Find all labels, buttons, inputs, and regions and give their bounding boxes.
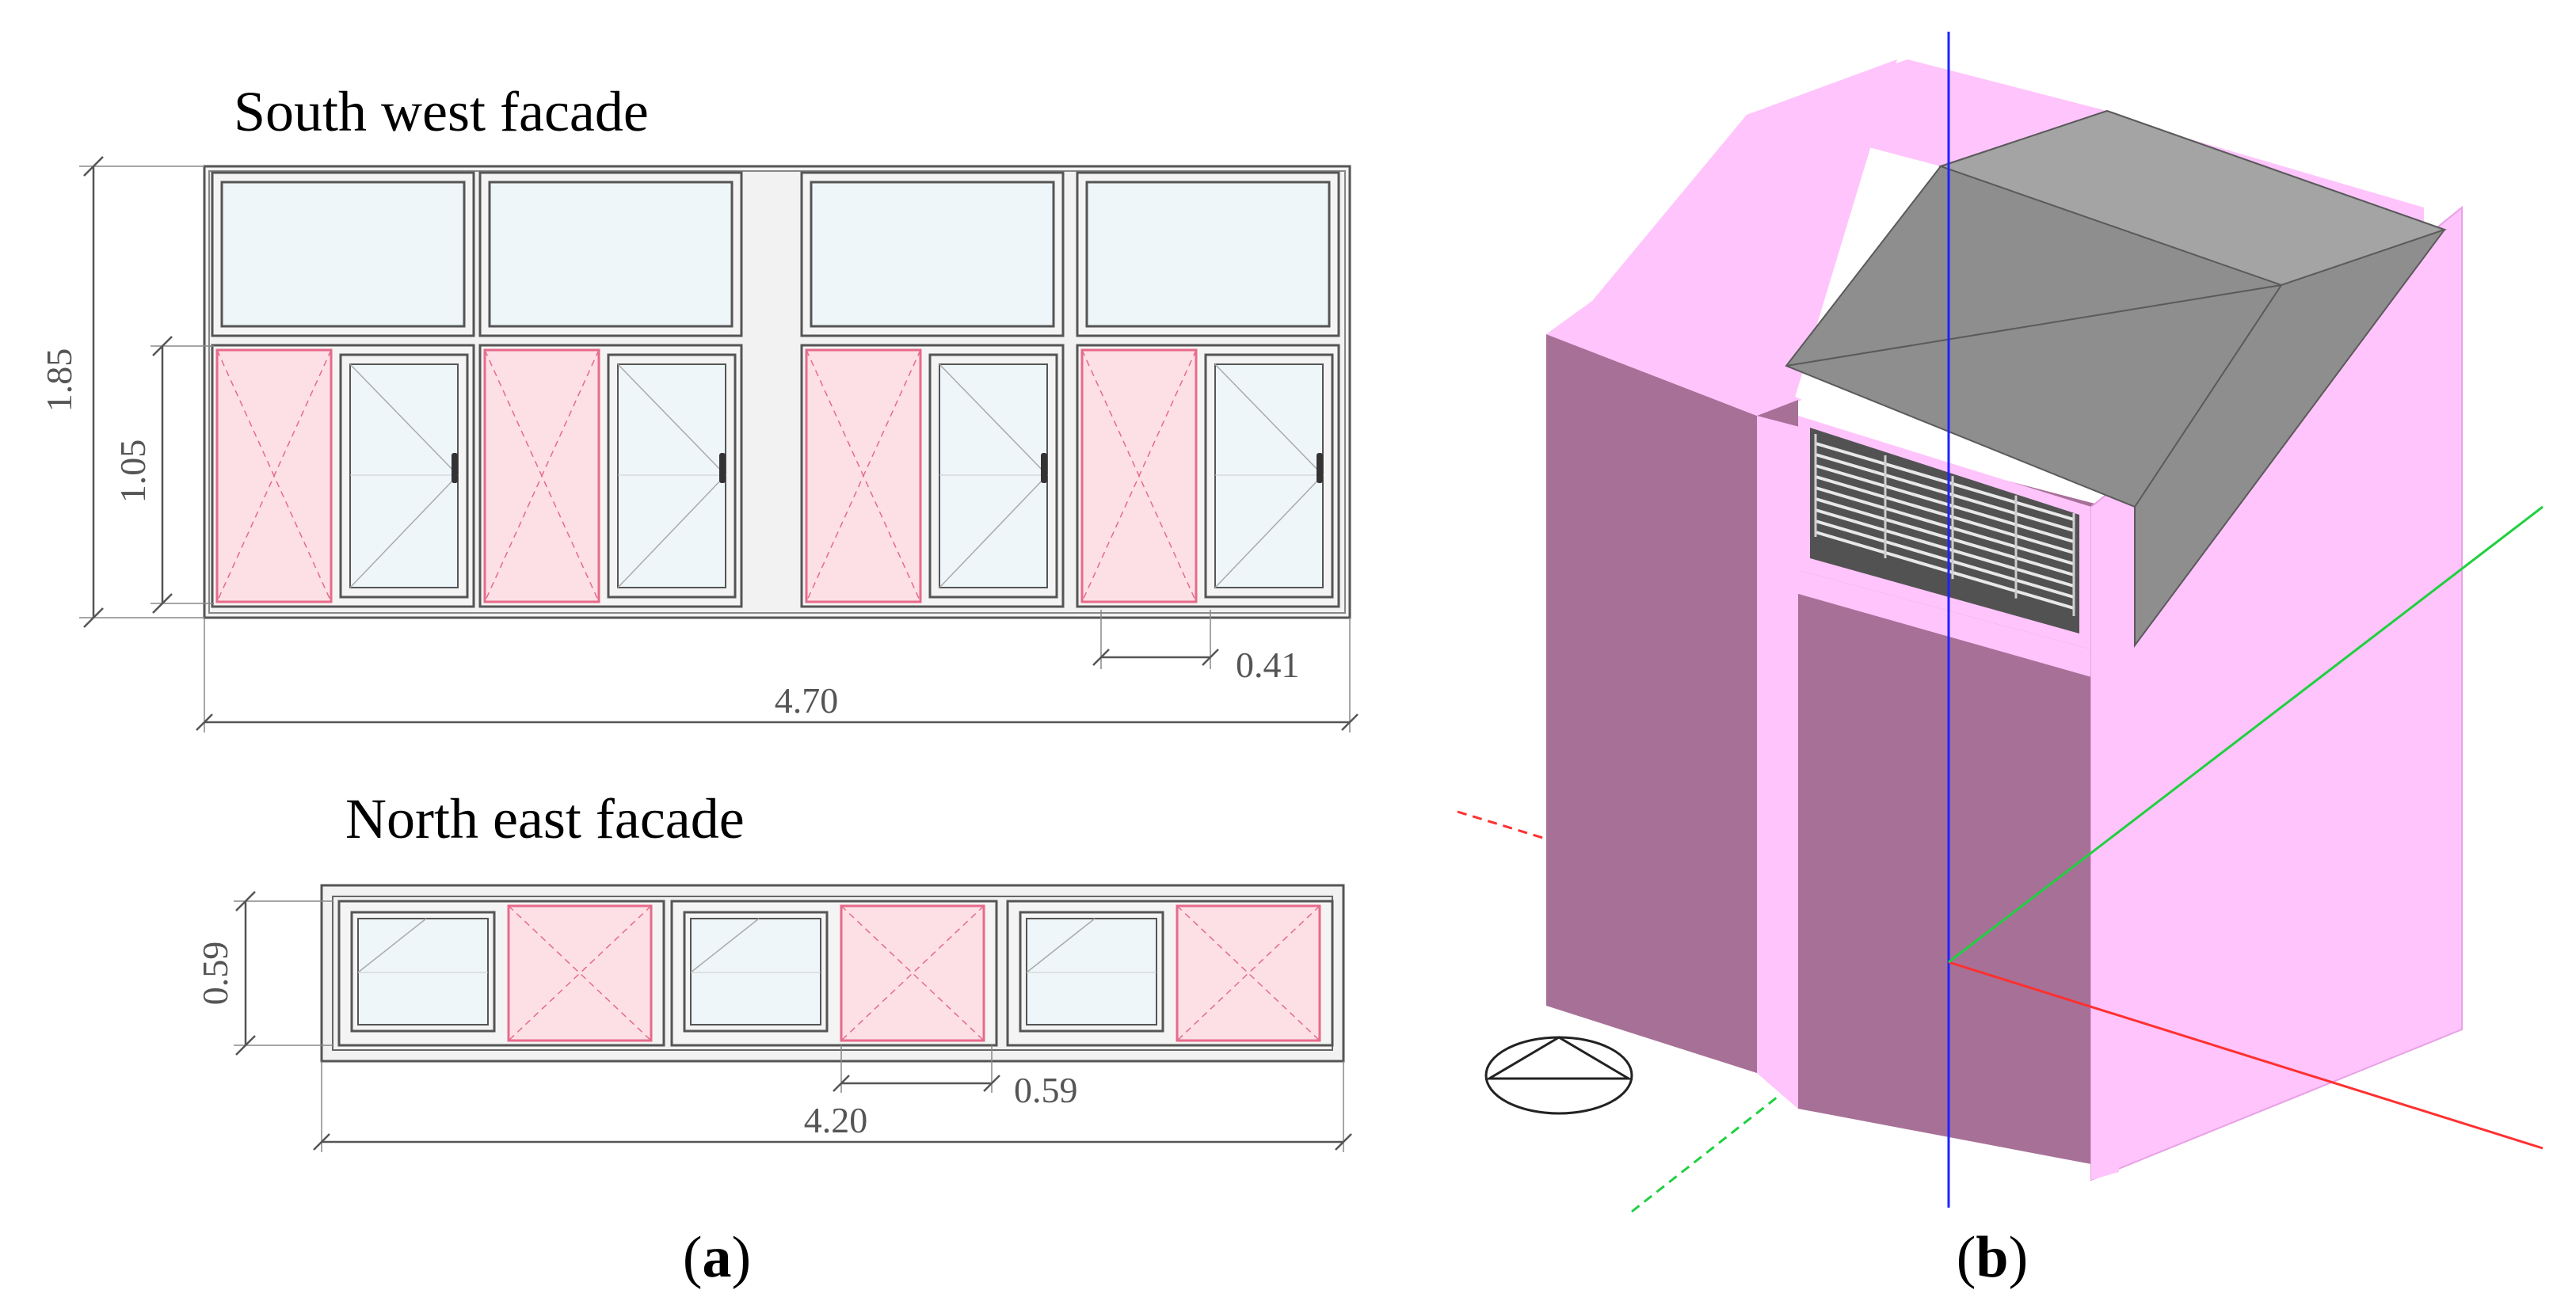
north-east-facade: North east facade 0.59 0.59 [195,787,1352,1152]
south-west-facade: South west facade 1.85 1.05 [39,80,1358,733]
transom-glass [220,181,466,328]
view-orientation-icon [1484,1036,1633,1115]
ne-dim-total-width-label: 4.20 [804,1100,868,1140]
sw-dim-leaf-width: 0.41 [1092,610,1300,685]
handle-icon [719,453,726,483]
ne-dim-leaf-width: 0.59 [833,1045,1078,1110]
ne-dim-leaf-width-label: 0.59 [1014,1070,1078,1110]
handle-icon [1041,453,1047,483]
fixed-panel [507,904,653,1042]
left-wall-face [1546,334,1757,1073]
transom-glass [810,181,1055,328]
south-west-window-units [211,171,1340,608]
sw-dim-leaf-width-label: 0.41 [1236,645,1300,685]
north-east-window-units [337,900,1334,1047]
roof-ridge-face [1938,109,2448,287]
parapet-slope [1592,59,1897,400]
louvre-grille [1814,434,2075,616]
axis-y [1948,505,2544,964]
panel-b: (b) [1457,32,2544,1290]
sw-window-unit [211,171,475,608]
axis-x [1948,961,2544,1150]
transom-glass [1085,181,1331,328]
south-west-title: South west facade [234,80,649,143]
ne-window-unit [337,900,665,1047]
north-east-title: North east facade [345,787,745,850]
sw-window-unit [1076,171,1340,608]
ne-window-unit [1006,900,1334,1047]
sw-dim-total-height: 1.85 [39,156,204,628]
louvre-opening [1810,428,2079,634]
left-wall-top [1546,301,1802,416]
door-recess [1798,594,2091,1164]
handle-icon [1317,453,1323,483]
caption-b: (b) [1957,1225,2028,1290]
ne-dim-height: 0.59 [195,891,333,1056]
handle-icon [452,453,458,483]
sw-window-unit [478,171,743,608]
sw-dim-total-width: 4.70 [196,618,1358,733]
panel-a: South west facade 1.85 1.05 [39,80,1358,1290]
caption-a: (a) [683,1225,751,1290]
ne-window-unit [670,900,998,1047]
transom-glass [488,181,734,328]
sw-dim-lower-height: 1.05 [112,336,214,614]
sw-dim-total-width-label: 4.70 [775,680,839,721]
sw-dim-total-height-label: 1.85 [39,348,79,413]
sw-dim-lower-height-label: 1.05 [112,440,153,504]
ne-dim-total-width: 4.20 [313,1061,1352,1152]
ne-dim-height-label: 0.59 [195,942,235,1006]
fixed-panel [1176,904,1321,1042]
fixed-panel [840,904,985,1042]
sw-window-unit [800,171,1065,608]
